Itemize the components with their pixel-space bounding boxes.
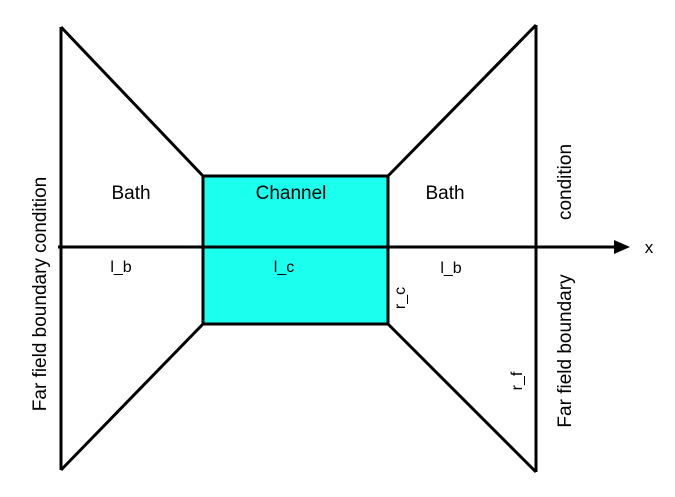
left-bath-top-edge: [59, 25, 205, 178]
bath-right-label: Bath: [425, 183, 464, 204]
l-b-right-label: l_b: [440, 260, 461, 277]
left-bath-bottom-edge: [59, 322, 205, 472]
axis-x-label: x: [645, 238, 654, 257]
left-boundary-label: Far field boundary condition: [30, 177, 51, 411]
l-b-left-label: l_b: [110, 259, 131, 276]
channel-label: Channel: [256, 183, 327, 204]
r-c-label: r_c: [392, 287, 409, 309]
bath-left-label: Bath: [111, 183, 150, 204]
x-axis-arrowhead: [614, 240, 630, 254]
right-bath-top-edge: [386, 23, 538, 178]
x-axis: [58, 240, 630, 254]
right-boundary-top-label: condition: [555, 144, 576, 220]
r-f-label: r_f: [509, 371, 526, 390]
right-boundary-bottom-label: Far field boundary: [555, 274, 576, 428]
l-c-label: l_c: [274, 259, 294, 276]
channel-rect: [201, 174, 390, 326]
right-bath-bottom-edge: [386, 322, 538, 474]
